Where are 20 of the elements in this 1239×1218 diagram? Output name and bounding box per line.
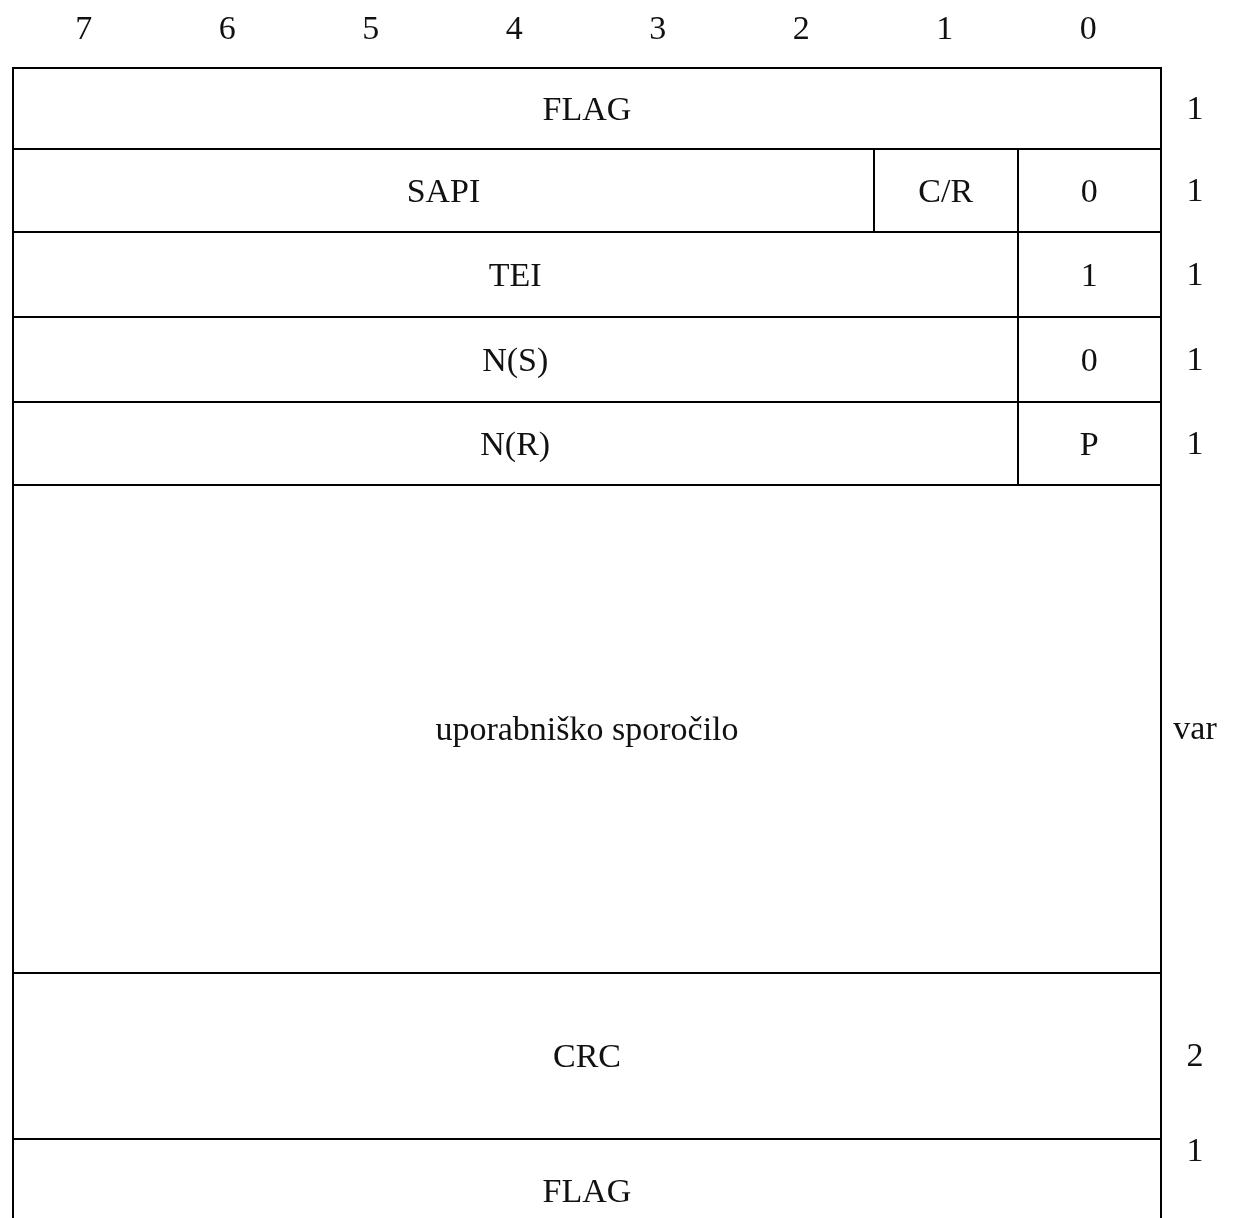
bit-number: 0 [1079, 9, 1097, 47]
octet-count: 1 [1186, 88, 1204, 127]
bit-number: 3 [649, 9, 667, 47]
octet-count: var [1173, 709, 1217, 747]
octet-count: 1 [1186, 254, 1204, 293]
octet-count: 2 [1186, 1036, 1204, 1074]
octet-count: 1 [1186, 1131, 1204, 1169]
frame-field: FLAG [12, 67, 1162, 150]
octet-count: 1 [1186, 170, 1204, 209]
bit-number: 4 [505, 9, 523, 47]
octet-count: 1 [1186, 423, 1204, 462]
bit-number: 2 [792, 9, 810, 47]
frame-field: uporabniško sporočilo [12, 484, 1162, 974]
bit-number: 5 [362, 9, 380, 47]
bit-number: 7 [75, 9, 93, 47]
frame-field: FLAG [12, 1138, 1162, 1218]
bit-number: 6 [218, 9, 236, 47]
octet-count: 1 [1186, 339, 1204, 378]
bit-number: 1 [936, 9, 954, 47]
frame-field: CRC [12, 972, 1162, 1140]
